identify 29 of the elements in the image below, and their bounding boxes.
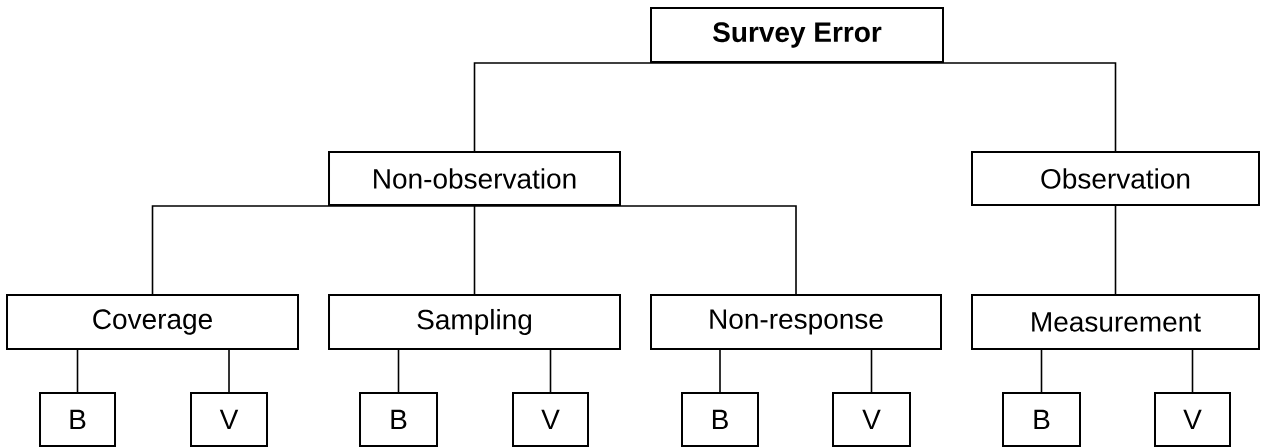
leaf-box: V xyxy=(190,392,268,447)
category-box: Measurement xyxy=(971,294,1260,350)
leaf-box: V xyxy=(832,392,911,447)
connector-line xyxy=(473,205,476,295)
leaf-box: B xyxy=(681,392,759,447)
category-box: Coverage xyxy=(6,294,299,350)
connector-line xyxy=(719,349,721,393)
connector-line xyxy=(1040,349,1043,393)
connector-line xyxy=(151,205,476,295)
category-box: Non-observation xyxy=(328,151,621,206)
connector-line xyxy=(796,62,1117,152)
connector-line xyxy=(473,205,797,295)
leaf-box: B xyxy=(1002,392,1081,447)
connector-line xyxy=(870,349,873,393)
leaf-box: B xyxy=(39,392,116,447)
leaf-box: V xyxy=(1154,392,1231,447)
category-box: Sampling xyxy=(328,294,621,350)
connector-line xyxy=(473,62,798,152)
connector-line xyxy=(397,349,400,393)
leaf-box: B xyxy=(359,392,438,447)
category-box: Non-response xyxy=(650,294,942,350)
connector-line xyxy=(1191,349,1194,393)
connector-line xyxy=(1114,205,1117,295)
connector-line xyxy=(228,349,230,393)
leaf-box: V xyxy=(512,392,589,447)
connector-line xyxy=(76,349,79,393)
category-box: Observation xyxy=(971,151,1260,206)
title-box: Survey Error xyxy=(650,7,944,63)
connector-line xyxy=(549,349,552,393)
